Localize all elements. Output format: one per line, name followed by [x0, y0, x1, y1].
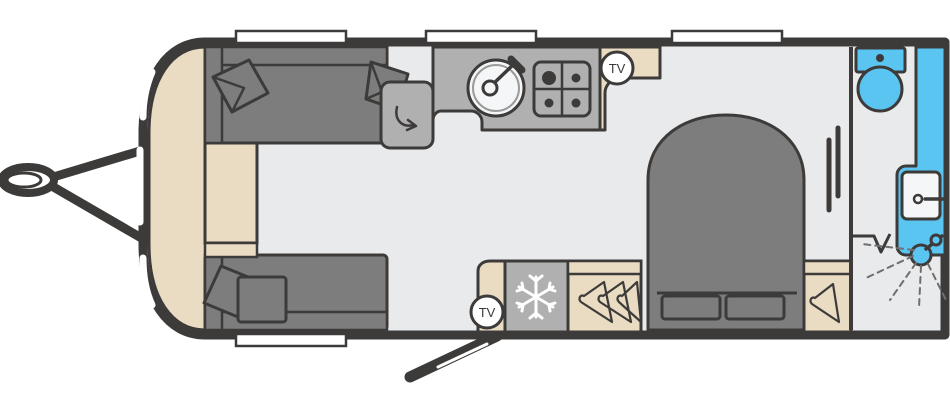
bedside-hanger-icon	[809, 282, 841, 324]
front-curved-wall	[147, 45, 214, 332]
bedside-robe-rail	[802, 259, 853, 276]
front-chest-body	[203, 141, 259, 245]
cushion-upper-left-fold	[212, 75, 246, 113]
shower-head-joint	[929, 233, 943, 247]
tv-icon-front-label: TV	[609, 61, 626, 76]
roof-window-2	[424, 29, 538, 45]
washroom-door-swing-icon	[851, 233, 892, 254]
fridge-unit	[503, 259, 570, 334]
floor-window-group	[234, 332, 348, 348]
entrance-door[interactable]	[404, 330, 503, 383]
swivel-seat	[379, 80, 435, 150]
swivel-arrow-icon	[395, 105, 418, 132]
shower-spray-lines	[861, 243, 947, 309]
pillow-left	[660, 294, 722, 321]
front-chest-unit	[203, 141, 259, 245]
hob-burner-1	[571, 73, 581, 83]
tv-icon-rear-label: TV	[479, 305, 496, 320]
floor-window-1	[234, 332, 348, 348]
sofa-upper-backrest	[203, 45, 389, 67]
front-window-lower	[139, 254, 156, 309]
entrance-door-glass	[436, 342, 489, 369]
roof-window-group	[234, 29, 784, 45]
kitchen-tap-icon	[481, 55, 526, 97]
wardrobe-unit	[566, 259, 643, 334]
roof-window-3	[670, 29, 784, 45]
four-burner-hob	[532, 60, 592, 118]
washbasin-plug	[912, 193, 924, 205]
swivel-seat-body	[379, 80, 435, 150]
pillow-right	[724, 294, 786, 321]
sofa-upper	[203, 45, 410, 145]
hob-burner-large	[542, 71, 556, 85]
sofa-lower	[202, 253, 389, 332]
shower-head	[861, 233, 947, 309]
tv-icon-rear: TV	[469, 294, 505, 330]
lower-side-panel	[203, 241, 259, 259]
tv-icon-front: TV	[599, 50, 635, 86]
front-window-upper	[139, 68, 156, 121]
snowflake-icon	[515, 274, 557, 320]
island-bed	[646, 113, 806, 332]
entrance-door-leaf	[404, 330, 503, 383]
front-window-group	[136, 68, 156, 309]
cushion-lower-square	[236, 275, 288, 324]
sofa-upper-armrest	[203, 45, 224, 145]
toilet	[854, 46, 907, 113]
island-bed-mattress	[646, 113, 806, 332]
toilet-bowl	[856, 65, 904, 113]
a-frame-tow-hitch	[0, 143, 155, 248]
wardrobe-rail	[566, 259, 643, 276]
hob-burner-2	[544, 98, 554, 108]
washbasin	[900, 170, 949, 221]
hob-burner-3	[571, 98, 581, 108]
washroom-partition	[826, 47, 892, 330]
clothes-hangers-icon	[578, 280, 643, 324]
kitchen-unit	[431, 45, 602, 132]
roof-window-1	[234, 29, 348, 45]
bedside-robe	[802, 259, 853, 334]
toilet-flush-button	[876, 54, 884, 62]
